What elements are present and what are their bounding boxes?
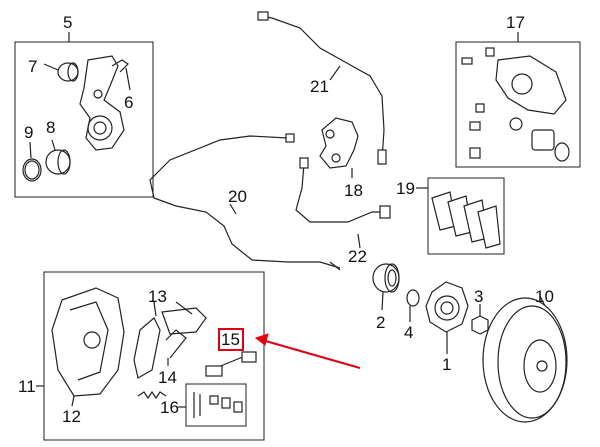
callout-9: 9	[24, 123, 33, 142]
callout-5: 5	[63, 13, 72, 32]
abs-wire-20	[149, 133, 341, 269]
brake-hose	[257, 11, 387, 165]
caliper	[495, 55, 567, 115]
callout-13: 13	[148, 287, 167, 306]
callout-4: 4	[404, 323, 413, 342]
callout-8: 8	[46, 118, 55, 137]
callout-labels: 5 7 6 8 9 17 21 18 19 20 22 2 3 4 1 10 1…	[18, 13, 554, 426]
caliper-group	[455, 32, 581, 168]
callout-11: 11	[18, 377, 36, 396]
highlight-15	[218, 328, 361, 369]
backing-plate	[51, 287, 125, 397]
drum-brake-group	[36, 271, 265, 441]
lever	[165, 329, 187, 359]
callout-10: 10	[535, 287, 554, 306]
knuckle-box	[14, 41, 154, 198]
pads-group	[416, 177, 505, 255]
callout-22: 22	[348, 247, 367, 266]
callout-15: 15	[221, 330, 240, 349]
spring	[137, 390, 167, 400]
caliper-bracket	[319, 117, 359, 178]
callout-17: 17	[506, 13, 525, 32]
callout-6: 6	[124, 93, 133, 112]
hose-line	[261, 15, 385, 161]
callout-18: 18	[344, 181, 363, 200]
callout-21: 21	[310, 77, 329, 96]
knuckle-group	[14, 32, 154, 198]
abs-sensor	[295, 157, 391, 271]
sensor-wire	[295, 163, 388, 223]
callout-20: 20	[228, 187, 247, 206]
hub	[425, 281, 469, 333]
callout-3: 3	[474, 287, 483, 306]
highlight-box	[218, 328, 244, 351]
pads-box	[427, 177, 505, 255]
clip	[111, 59, 129, 73]
bearing	[372, 263, 400, 293]
callout-14: 14	[158, 368, 177, 387]
highlight-arrow	[261, 339, 361, 369]
drum-box	[43, 271, 265, 441]
brake-shoe	[133, 317, 161, 379]
callout-12: 12	[62, 407, 81, 426]
wire-path	[149, 135, 341, 269]
snap-ring	[22, 158, 42, 182]
hub-nut	[471, 315, 489, 335]
hub-group	[372, 263, 489, 354]
callout-19: 19	[396, 179, 415, 198]
knuckle	[79, 55, 125, 151]
callout-7: 7	[28, 57, 37, 76]
snap-ring-4	[406, 289, 420, 307]
callout-16: 16	[160, 398, 179, 417]
brake-rotor	[482, 295, 568, 423]
callout-2: 2	[376, 313, 385, 332]
hardware-box	[185, 383, 247, 427]
callout-1: 1	[442, 355, 451, 374]
